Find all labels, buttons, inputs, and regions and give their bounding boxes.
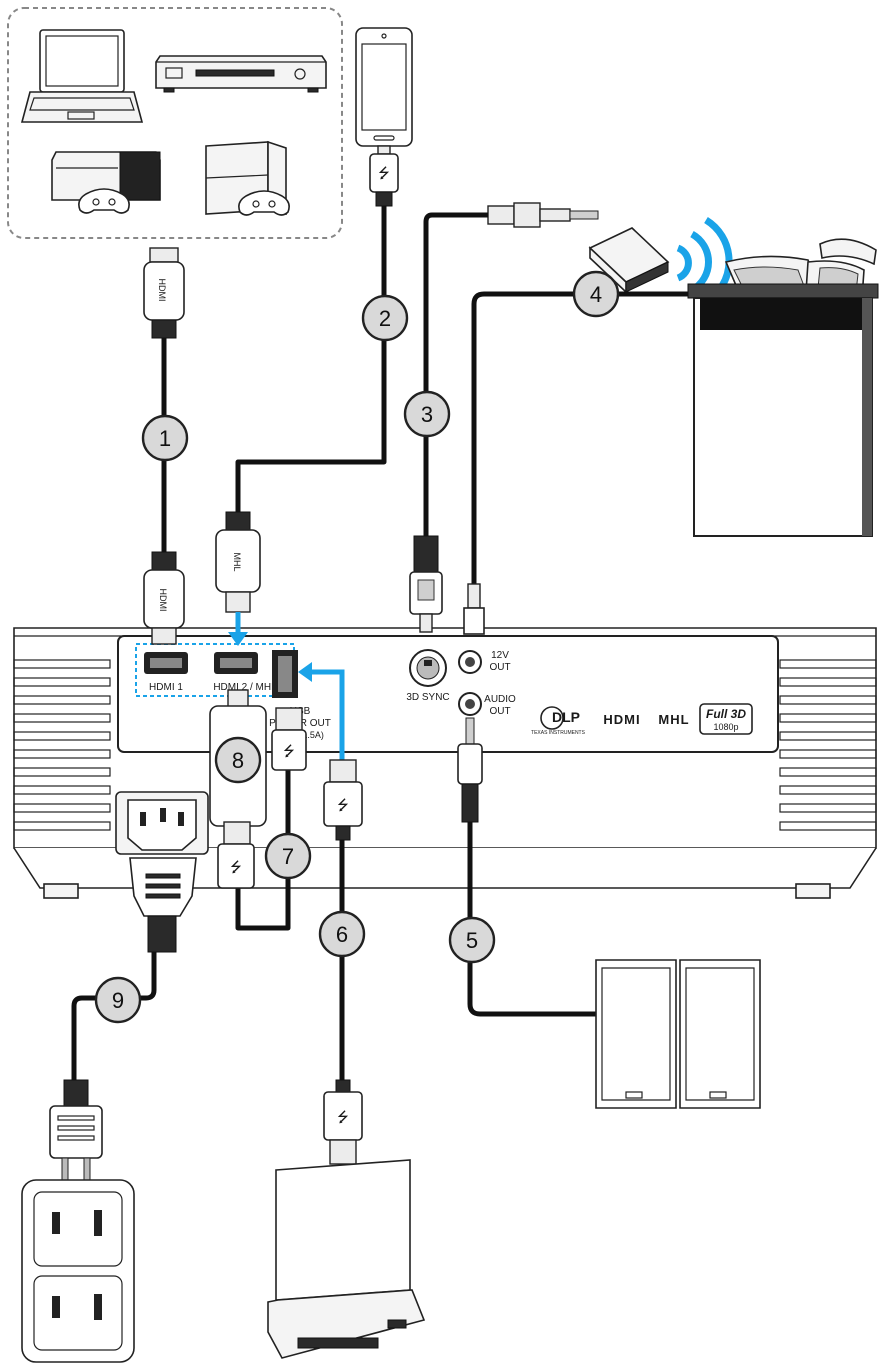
3d-sync-label: 3D SYNC <box>406 692 449 703</box>
svg-text:9: 9 <box>112 988 124 1013</box>
hdmi2-port-label: HDMI 2 / MHL <box>213 682 277 693</box>
usb-plug-dongle: ⭍ <box>217 821 255 889</box>
mhl-connector: MHL <box>215 511 261 613</box>
svg-text:HDMI: HDMI <box>158 589 168 612</box>
full3d-badge: Full 3D 1080p <box>699 703 753 735</box>
callout-5: 5 <box>448 916 496 964</box>
source-devices-box <box>7 7 343 239</box>
vent-left <box>13 659 111 831</box>
hdmi-connector-bottom: HDMI <box>143 551 185 645</box>
cable-5 <box>467 822 596 1017</box>
hdmi2-mhl-port <box>214 652 258 674</box>
blue-arrows <box>228 612 345 760</box>
svg-text:2: 2 <box>379 306 391 331</box>
callout-3: 3 <box>403 390 451 438</box>
callout-2: 2 <box>361 294 409 342</box>
hdmi-connector-top: HDMI <box>143 247 185 339</box>
usb-icon: ⭍ <box>337 1109 349 1125</box>
audio-out-label-line1: AUDIO <box>484 694 516 705</box>
3d-sync-connector <box>409 535 443 633</box>
usb-icon: ⭍ <box>283 743 295 759</box>
callout-7: 7 <box>264 832 312 880</box>
cable-3 <box>423 212 488 540</box>
svg-text:Full 3D: Full 3D <box>706 707 746 721</box>
audio-out-port <box>458 692 482 716</box>
callout-6: 6 <box>318 910 366 958</box>
dlp-logo: DLP TEXAS INSTRUMENTS <box>531 706 586 736</box>
laptop-bottom-icon <box>267 1159 426 1359</box>
svg-text:8: 8 <box>232 748 244 773</box>
3d-jack-connector <box>487 202 599 228</box>
power-cord-plug <box>129 857 197 953</box>
ps4-console-icon <box>205 140 290 216</box>
smartphone-icon: ⭍ <box>355 27 413 207</box>
3d-emitter-icon <box>588 227 670 294</box>
hdmi1-port <box>144 652 188 674</box>
3d-sync-port <box>409 649 447 687</box>
callout-9: 9 <box>94 976 142 1024</box>
audio-jack-connector <box>457 717 483 823</box>
power-inlet <box>115 791 209 855</box>
usb-power-port <box>272 650 298 698</box>
callout-4: 4 <box>572 270 620 318</box>
dvd-player-icon <box>155 55 327 93</box>
12v-out-label-line2: OUT <box>489 662 510 673</box>
12v-out-port <box>458 650 482 674</box>
cable-4 <box>471 291 688 590</box>
svg-text:4: 4 <box>590 282 602 307</box>
svg-text:TEXAS INSTRUMENTS: TEXAS INSTRUMENTS <box>531 730 586 736</box>
usb-plug-power: ⭍ <box>271 707 307 771</box>
audio-out-label-line2: OUT <box>489 706 510 717</box>
svg-text:DLP: DLP <box>552 709 580 725</box>
12v-jack-connector <box>463 583 485 635</box>
usb-icon: ⭍ <box>337 797 349 813</box>
wall-plug <box>49 1079 103 1189</box>
svg-text:MHL: MHL <box>232 552 242 571</box>
svg-text:HDMI: HDMI <box>157 279 167 302</box>
svg-text:5: 5 <box>466 928 478 953</box>
cable-2 <box>235 206 387 516</box>
usb-plug-6-top: ⭍ <box>323 759 363 841</box>
power-outlet-icon <box>21 1179 135 1363</box>
hdmi-logo: HDMI <box>603 712 640 727</box>
svg-text:7: 7 <box>282 844 294 869</box>
svg-text:1080p: 1080p <box>713 722 738 732</box>
speakers-icon <box>595 959 761 1109</box>
usb-icon: ⭍ <box>378 165 390 181</box>
source-devices-group <box>7 7 343 239</box>
12v-out-label-line1: 12V <box>491 650 509 661</box>
hdmi1-port-label: HDMI 1 <box>149 682 183 693</box>
vent-right <box>779 659 877 831</box>
usb-icon: ⭍ <box>230 859 242 875</box>
projector-screen-icon <box>687 283 879 537</box>
svg-text:6: 6 <box>336 922 348 947</box>
laptop-icon <box>20 29 144 123</box>
svg-text:1: 1 <box>159 426 171 451</box>
callout-1: 1 <box>141 414 189 462</box>
usb-plug-6-bottom: ⭍ <box>323 1079 363 1165</box>
xbox-console-icon <box>51 151 161 214</box>
callout-8: 8 <box>214 736 262 784</box>
svg-text:3: 3 <box>421 402 433 427</box>
mhl-logo: MHL <box>658 712 689 727</box>
